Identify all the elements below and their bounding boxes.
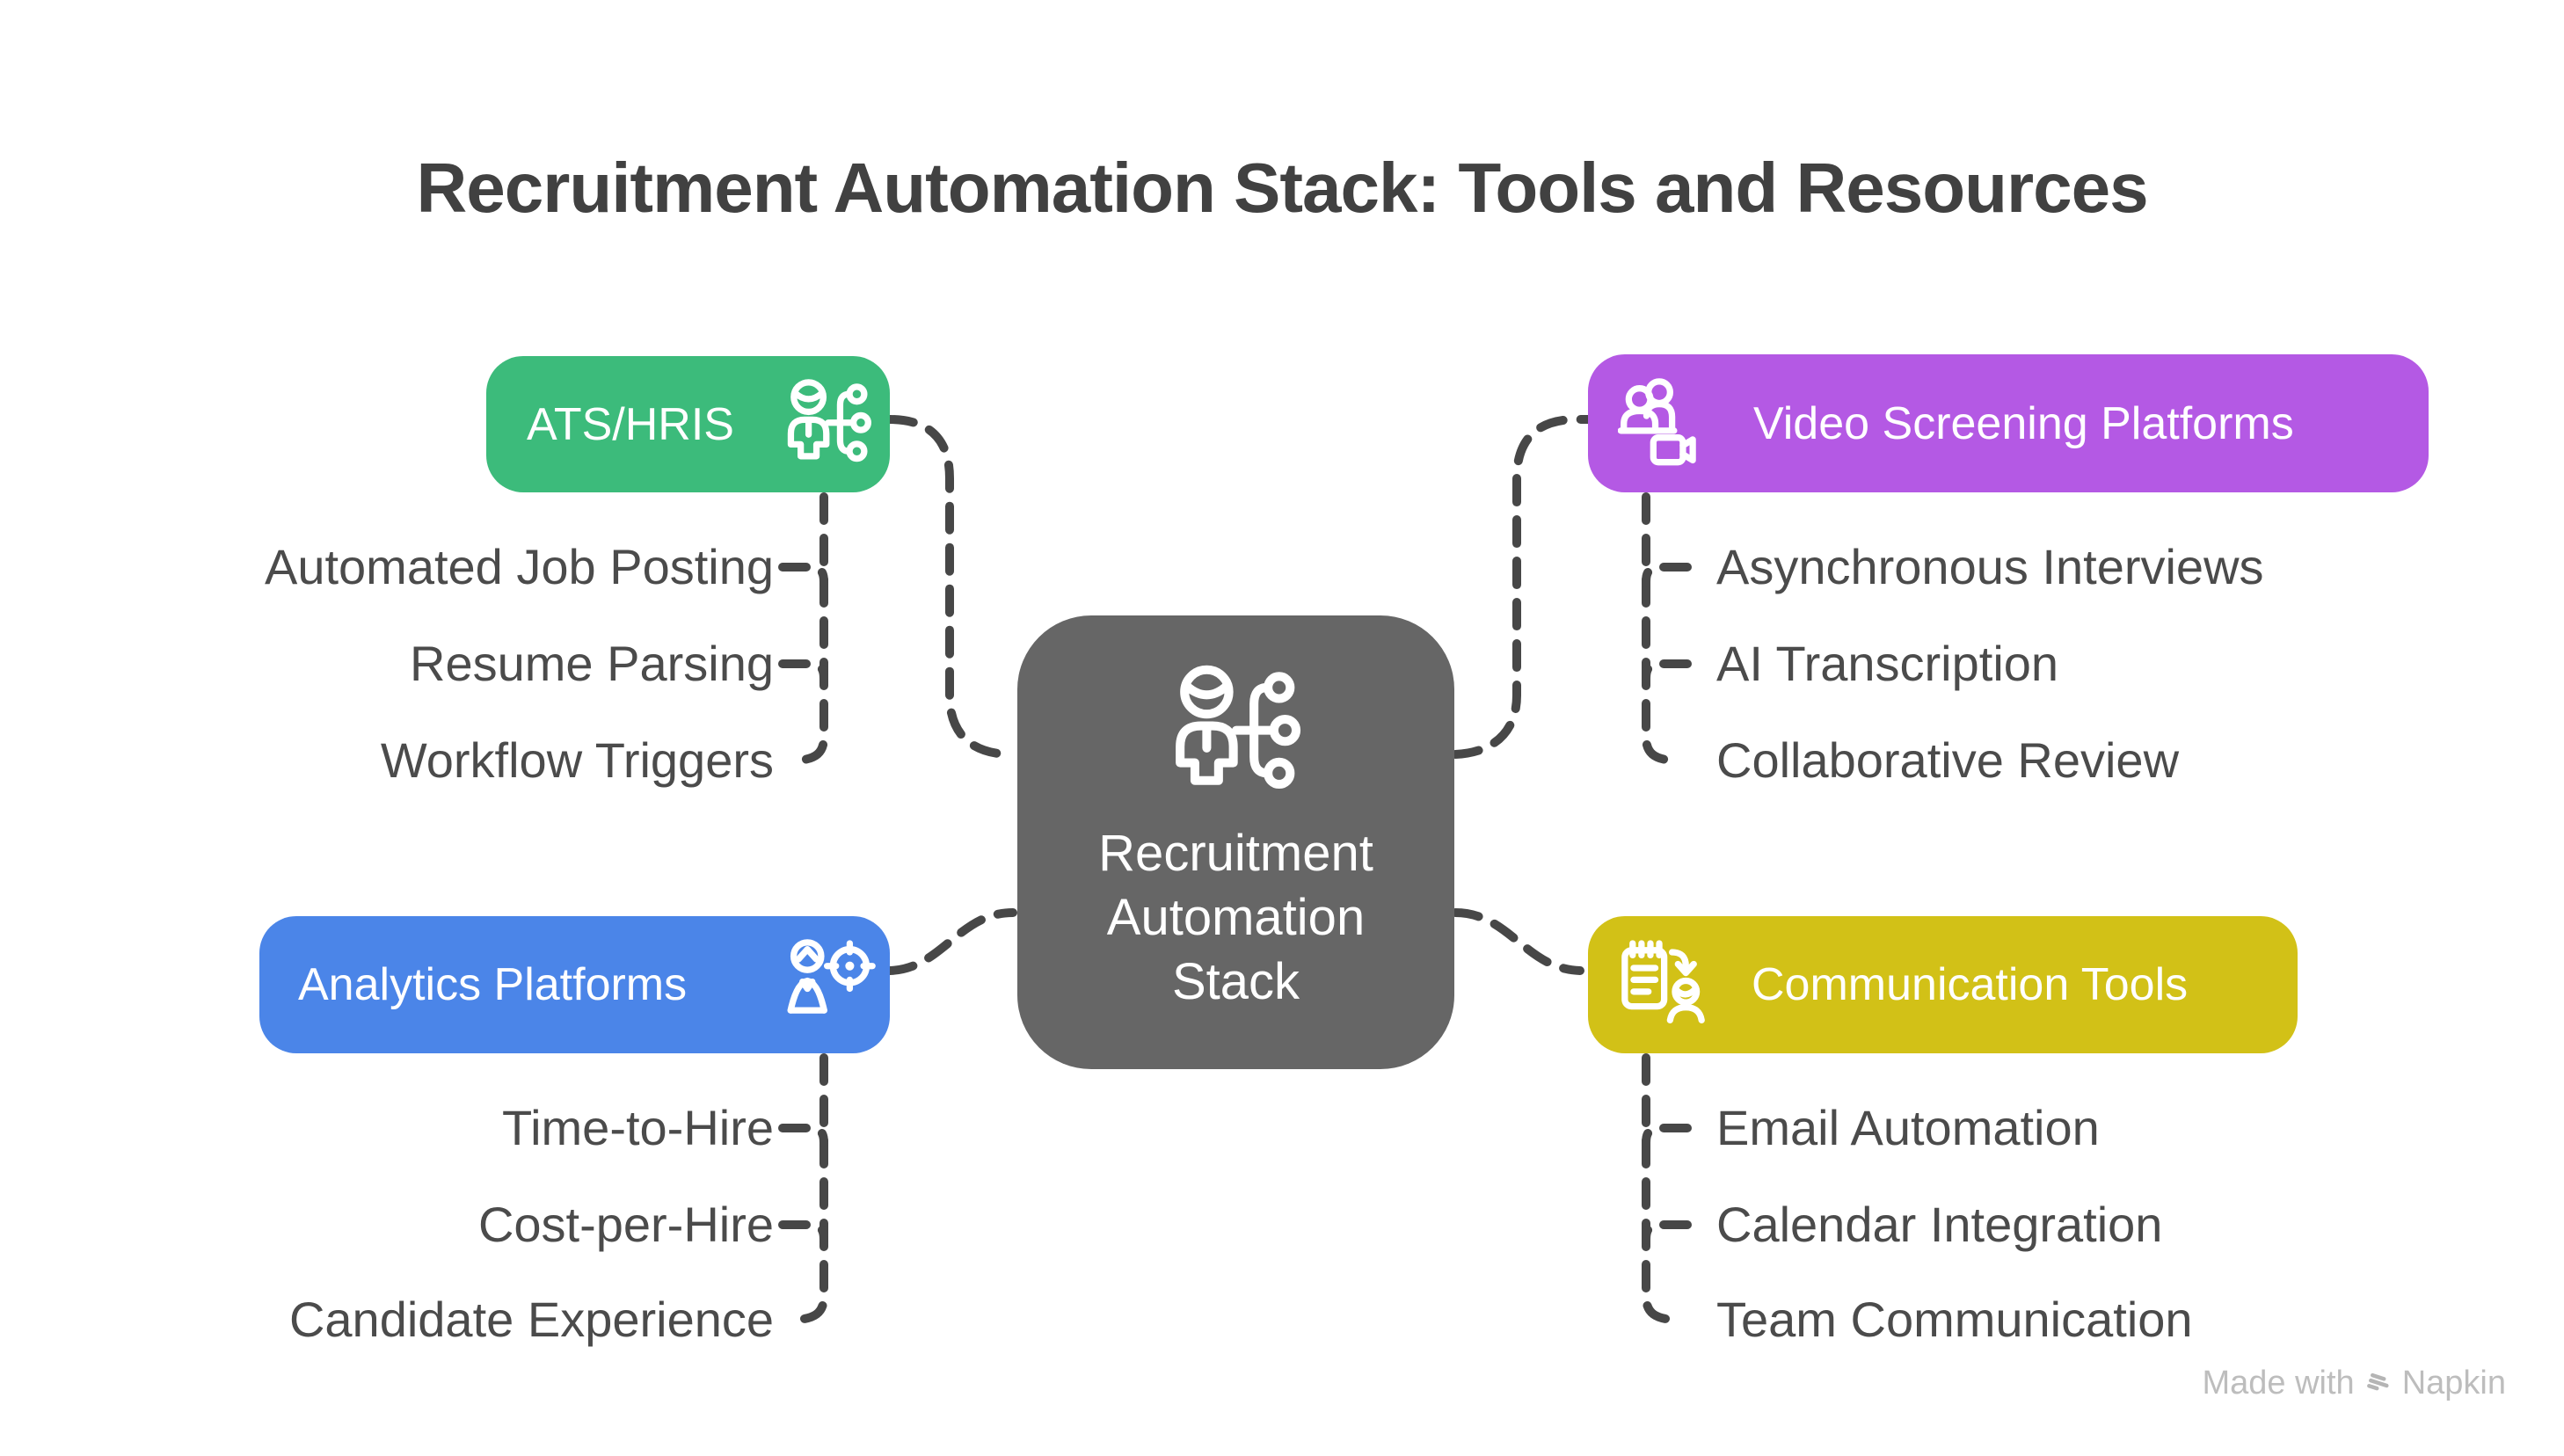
branch-node-ats-hris[interactable]: ATS/HRIS [486, 356, 890, 492]
branch-label-video-screening: Video Screening Platforms [1753, 397, 2294, 449]
branch-label-communication: Communication Tools [1752, 959, 2189, 1010]
rail-video [1642, 492, 1679, 765]
child-label-ai-transcription: AI Transcription [1716, 636, 2059, 691]
stub-ats-2 [778, 659, 828, 683]
notepad-person-icon [1621, 940, 1705, 1023]
person-network-icon [1175, 665, 1300, 789]
branch-node-analytics[interactable]: Analytics Platforms [259, 916, 890, 1053]
rail-comms [1642, 1053, 1679, 1324]
child-label-workflow-triggers: Workflow Triggers [380, 732, 774, 788]
watermark-prefix: Made with [2202, 1365, 2355, 1401]
rail-analytics [790, 1053, 828, 1324]
child-label-candidate-experience: Candidate Experience [288, 1292, 774, 1347]
child-label-email-automation: Email Automation [1716, 1100, 2100, 1155]
connector-analytics-to-center [885, 908, 1017, 975]
napkin-logo-icon [2366, 1372, 2389, 1390]
stub-video-2 [1642, 659, 1692, 683]
child-label-cost-per-hire: Cost-per-Hire [477, 1197, 774, 1252]
stub-comms-1 [1642, 1124, 1692, 1147]
child-label-team-communication: Team Communication [1716, 1292, 2193, 1347]
stub-analytics-2 [778, 1220, 828, 1244]
branch-label-ats-hris: ATS/HRIS [527, 398, 734, 450]
central-label-line: Automation [1106, 889, 1366, 946]
stub-analytics-1 [778, 1124, 828, 1147]
connector-center-to-comms [1451, 908, 1584, 975]
rail-ats [790, 492, 828, 765]
child-label-automated-job-posting: Automated Job Posting [264, 539, 774, 594]
child-label-calendar-integration: Calendar Integration [1716, 1197, 2163, 1252]
child-label-time-to-hire: Time-to-Hire [501, 1100, 774, 1155]
connector-center-to-video [1451, 415, 1592, 759]
person-network-icon [787, 378, 871, 462]
connector-ats-to-center [885, 415, 1012, 759]
branch-label-analytics: Analytics Platforms [298, 959, 688, 1010]
watermark-brand: Napkin [2401, 1365, 2506, 1401]
central-label-line: Recruitment [1098, 825, 1373, 882]
branch-node-video-screening[interactable]: Video Screening Platforms [1588, 354, 2429, 492]
person-target-icon [787, 939, 876, 1014]
stub-comms-2 [1642, 1220, 1692, 1244]
stub-ats-1 [778, 563, 828, 586]
central-node[interactable]: Recruitment Automation Stack [1017, 615, 1454, 1069]
central-label-line: Stack [1171, 953, 1300, 1010]
child-label-resume-parsing: Resume Parsing [410, 636, 774, 691]
stub-video-1 [1642, 563, 1692, 586]
child-label-asynchronous-interviews: Asynchronous Interviews [1716, 539, 2264, 594]
central-node-label: Recruitment Automation Stack [1098, 821, 1373, 1014]
page-title: Recruitment Automation Stack: Tools and … [416, 149, 2148, 227]
branch-node-communication[interactable]: Communication Tools [1588, 916, 2298, 1053]
made-with-napkin[interactable]: Made with Napkin [2203, 1365, 2507, 1402]
child-label-collaborative-review: Collaborative Review [1716, 732, 2180, 788]
users-video-icon [1618, 377, 1696, 465]
